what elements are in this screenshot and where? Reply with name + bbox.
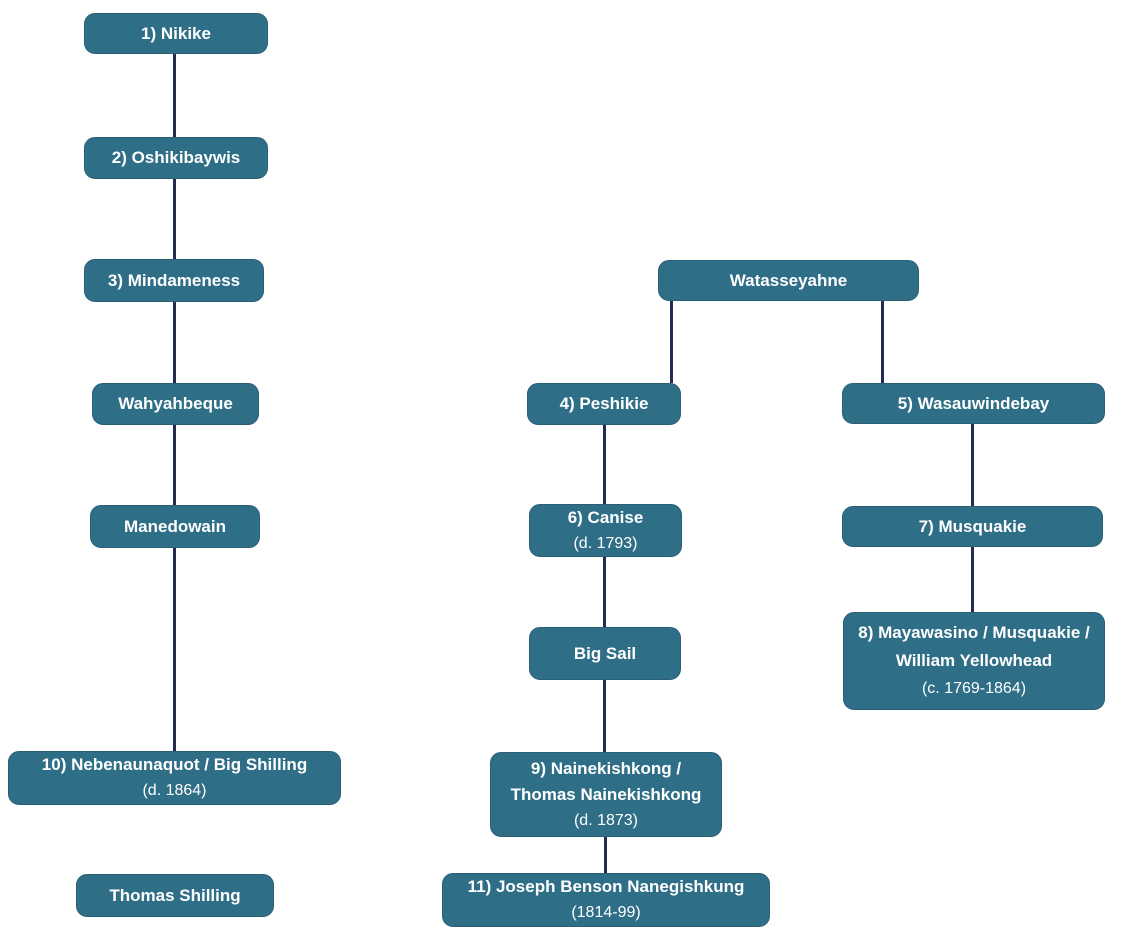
node-mindameness: 3) Mindameness [84,259,264,302]
node-peshikie: 4) Peshikie [527,383,681,425]
node-big-sail: Big Sail [529,627,681,680]
connector-watasseyahne-wasauwindebay [881,300,884,383]
node-label: 9) Nainekishkong / [530,758,682,778]
connector-oshikibaywis-mindameness [173,178,176,260]
node-label: Thomas Shilling [109,885,241,905]
connector-wasauwindebay-musquakie [971,424,974,506]
node-label: 11) Joseph Benson Nanegishkung [467,877,745,896]
node-label: 8) Mayawasino / Musquakie / [858,623,1090,642]
node-sublabel: (d. 1864) [142,782,207,799]
node-mayawasino: 8) Mayawasino / Musquakie / William Yell… [843,612,1105,710]
connector-peshikie-canise [603,424,606,504]
node-nikike: 1) Nikike [84,13,268,54]
node-sublabel: (d. 1793) [573,534,638,552]
node-musquakie: 7) Musquakie [842,506,1103,547]
node-joseph-benson: 11) Joseph Benson Nanegishkung (1814-99) [442,873,770,927]
node-label: 4) Peshikie [559,394,649,413]
node-nebenaunaquot: 10) Nebenaunaquot / Big Shilling (d. 186… [8,751,341,805]
connector-big-sail-nainekishkong [603,679,606,752]
node-label: 10) Nebenaunaquot / Big Shilling [41,755,308,774]
connector-mindameness-wahyahbeque [173,301,176,383]
node-label: 2) Oshikibaywis [111,148,241,167]
node-canise: 6) Canise (d. 1793) [529,504,682,557]
node-sublabel: (c. 1769-1864) [921,680,1027,697]
node-label: 3) Mindameness [107,270,241,290]
node-label: 6) Canise [567,507,644,527]
node-wasauwindebay: 5) Wasauwindebay [842,383,1105,424]
node-sublabel: (1814-99) [571,904,641,921]
node-sublabel: (d. 1873) [573,811,639,829]
node-nainekishkong: 9) Nainekishkong / Thomas Nainekishkong … [490,752,722,837]
node-label: 1) Nikike [141,23,211,43]
node-label: Watasseyahne [729,270,848,290]
connector-watasseyahne-peshikie [670,300,673,383]
node-label: Manedowain [123,516,226,536]
node-wahyahbeque: Wahyahbeque [92,383,259,425]
connector-manedowain-nebenaunaquot [173,547,176,751]
node-label-line2: Thomas Nainekishkong [510,784,702,804]
node-thomas-shilling: Thomas Shilling [76,874,274,917]
connector-nikike-oshikibaywis [173,54,176,137]
node-label: 7) Musquakie [918,516,1027,536]
node-watasseyahne: Watasseyahne [658,260,919,301]
node-label: 5) Wasauwindebay [897,393,1050,413]
node-label: Big Sail [573,643,637,663]
connector-musquakie-mayawasino [971,546,974,613]
node-label-line2: William Yellowhead [895,651,1053,670]
node-manedowain: Manedowain [90,505,260,548]
node-oshikibaywis: 2) Oshikibaywis [84,137,268,179]
connector-canise-big-sail [603,556,606,628]
connector-wahyahbeque-manedowain [173,424,176,505]
node-label: Wahyahbeque [118,394,233,413]
connector-nainekishkong-joseph-benson [604,836,607,873]
